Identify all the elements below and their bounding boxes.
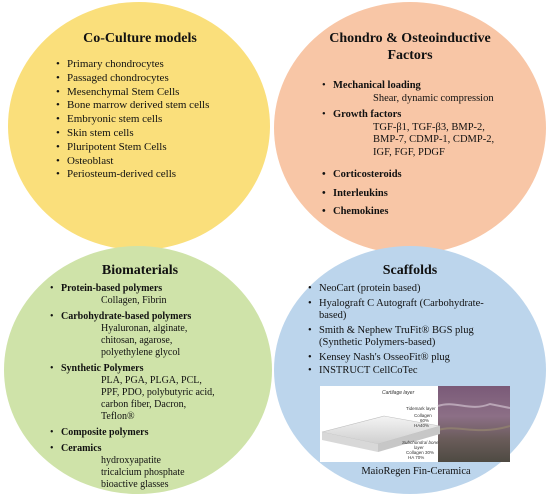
- scaffold-item2a: Hyalograft C Autograft (Carbohydrate-: [319, 297, 484, 309]
- scaffold-item-trufit: Smith & Nephew TruFit® BGS plug (Synthet…: [308, 325, 528, 350]
- label-layer: layer: [414, 445, 424, 450]
- bio-synthetic-sub2: PPF, PDO, polybutyric acid,: [101, 387, 215, 398]
- bio-item-ceramics: Ceramics hydroxyapatite tricalcium phosp…: [50, 443, 260, 491]
- coculture-item: Passaged chondrocytes: [56, 72, 256, 86]
- bio-synthetic-sub4: Teflon®: [101, 411, 135, 422]
- coculture-item: Osteoblast: [56, 155, 256, 169]
- scaffold-item3b: (Synthetic Polymers-based): [319, 337, 436, 348]
- coculture-item: Bone marrow derived stem cells: [56, 99, 256, 113]
- bio-ceramics-sub3: bioactive glasses: [101, 479, 169, 490]
- scaffold-item3a: Smith & Nephew TruFit® BGS plug: [319, 324, 474, 336]
- scaffold-item-osseofit: Kensey Nash's OsseoFit® plug: [308, 352, 528, 365]
- biomaterials-title: Biomaterials: [101, 263, 179, 278]
- scaffold-item2b: based): [319, 310, 347, 321]
- histology-panel: [438, 386, 510, 462]
- bio-carb-sub3: polyethylene glycol: [101, 347, 181, 358]
- bio-protein-sub1: Collagen, Fibrin: [101, 295, 167, 306]
- factors-growth-head: Growth factors: [333, 109, 402, 120]
- factors-item-corticosteroids: Corticosteroids: [322, 169, 522, 182]
- label-ha: HA: [414, 423, 420, 428]
- factors-mech-sub: Shear, dynamic compression: [373, 92, 494, 104]
- scaffold-item5: INSTRUCT CellCoTec: [319, 365, 418, 376]
- histology-streak1: [437, 402, 510, 409]
- factors-growth-sub1: TGF-β1, TGF-β3, BMP-2,: [373, 121, 485, 133]
- coculture-item: Periosteum-derived cells: [56, 168, 256, 182]
- bio-synthetic-head: Synthetic Polymers: [61, 363, 144, 374]
- coculture-item: Embryonic stem cells: [56, 113, 256, 127]
- bio-item-composite: Composite polymers: [50, 427, 260, 439]
- label-collagen2: Collagen 30%: [406, 450, 434, 455]
- factors-title-line2: Factors: [387, 48, 433, 63]
- bio-composite-head: Composite polymers: [61, 427, 149, 438]
- bio-synthetic-sub1: PLA, PGA, PLGA, PCL,: [101, 375, 202, 386]
- factors-growth-sub3: IGF, FGF, PDGF: [373, 146, 445, 158]
- scaffold-item1: NeoCart (protein based): [319, 283, 421, 294]
- label-ha2: HA 70%: [408, 455, 424, 460]
- label-tidemark: Tidemark layer: [406, 406, 436, 411]
- scaffold-illustration: Cartilage layer Tidemark layer Collagen …: [320, 386, 510, 462]
- bio-item-carbohydrate: Carbohydrate-based polymers Hyaluronan, …: [50, 311, 260, 359]
- coculture-item: Mesenchymal Stem Cells: [56, 86, 256, 100]
- coculture-item: Primary chondrocytes: [56, 58, 256, 72]
- coculture-title: Co-Culture models: [83, 31, 197, 46]
- factors-title-line1: Chondro & Osteoinductive: [329, 31, 491, 46]
- label-collagen: Collagen: [414, 413, 432, 418]
- label-subchondral: Subchondral bone: [402, 440, 439, 445]
- bio-ceramics-head: Ceramics: [61, 443, 102, 454]
- factors-title: Chondro & Osteoinductive Factors: [300, 30, 520, 64]
- scaffold-block-side: [322, 432, 378, 452]
- scaffolds-list: NeoCart (protein based) Hyalograft C Aut…: [308, 283, 528, 378]
- scaffold-caption: MaioRegen Fin-Ceramica: [361, 466, 471, 477]
- factors-item-chemokines: Chemokines: [322, 206, 522, 219]
- scaffold-item-hyalograft: Hyalograft C Autograft (Carbohydrate- ba…: [308, 298, 528, 323]
- factors-item-growth: Growth factors TGF-β1, TGF-β3, BMP-2, BM…: [322, 109, 522, 159]
- bio-ceramics-sub1: hydroxyapatite: [101, 455, 161, 466]
- bio-item-protein: Protein-based polymers Collagen, Fibrin: [50, 283, 260, 307]
- factors-item-interleukins: Interleukins: [322, 188, 522, 201]
- scaffold-block-front: [378, 426, 440, 452]
- coculture-item: Skin stem cells: [56, 127, 256, 141]
- scaffold-item-instruct: INSTRUCT CellCoTec: [308, 365, 528, 378]
- factors-list: Mechanical loading Shear, dynamic compre…: [322, 80, 522, 219]
- scaffold-item4: Kensey Nash's OsseoFit® plug: [319, 351, 450, 363]
- factors-mech-head: Mechanical loading: [333, 80, 421, 91]
- biomaterials-list: Protein-based polymers Collagen, Fibrin …: [50, 283, 260, 491]
- factors-item-mechanical: Mechanical loading Shear, dynamic compre…: [322, 80, 522, 105]
- bio-carb-head: Carbohydrate-based polymers: [61, 311, 192, 322]
- label-pct1: 60%: [420, 418, 429, 423]
- bio-protein-head: Protein-based polymers: [61, 283, 163, 294]
- scaffold-item-neocart: NeoCart (protein based): [308, 283, 528, 296]
- bio-synthetic-sub3: carbon fiber, Dacron,: [101, 399, 187, 410]
- histology-streak2: [437, 425, 510, 432]
- bio-carb-sub1: Hyaluronan, alginate,: [101, 323, 188, 334]
- coculture-item: Pluripotent Stem Cells: [56, 141, 256, 155]
- bio-ceramics-sub2: tricalcium phosphate: [101, 467, 185, 478]
- bio-item-synthetic: Synthetic Polymers PLA, PGA, PLGA, PCL, …: [50, 363, 260, 423]
- scaffolds-title: Scaffolds: [382, 263, 438, 278]
- label-cartilage: Cartilage layer: [382, 390, 415, 396]
- bio-carb-sub2: chitosan, agarose,: [101, 335, 173, 346]
- coculture-list: Primary chondrocytesPassaged chondrocyte…: [56, 58, 256, 182]
- factors-growth-sub2: BMP-7, CDMP-1, CDMP-2,: [373, 134, 495, 145]
- label-pct2: 40%: [420, 423, 429, 428]
